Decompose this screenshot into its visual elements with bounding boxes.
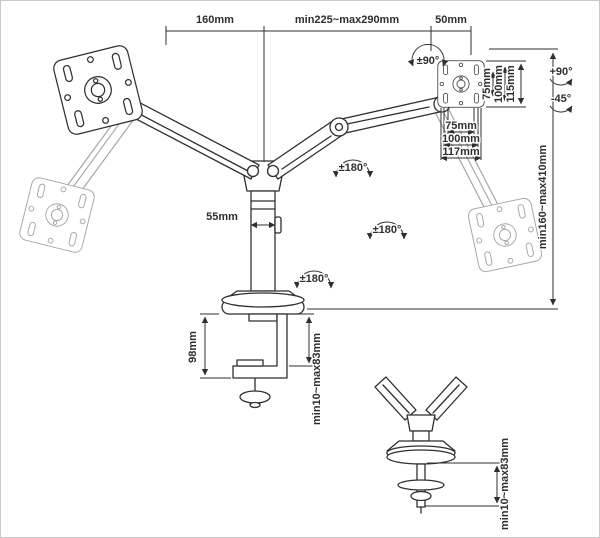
label-dim-50: 50mm (435, 14, 467, 26)
grommet-washer (397, 479, 445, 491)
pole-column (250, 190, 276, 292)
label-rot-pm90: ±90° (417, 55, 440, 67)
detail-base-bottom (386, 449, 456, 465)
label-vesa-h75: 75mm (445, 120, 477, 132)
dimension-lines (165, 26, 573, 507)
rotation-arc-pm180-base (293, 270, 335, 289)
grommet-nut (410, 490, 432, 502)
clamp-bracket (232, 313, 288, 379)
pole-clip (274, 216, 282, 234)
label-dim-55: 55mm (206, 211, 238, 223)
rotation-arc-pm180-arm (332, 159, 374, 178)
label-dim-225-290: min225~max290mm (295, 14, 399, 26)
ghost-right-vesa-plate (466, 196, 544, 274)
rotation-arc-p90 (549, 78, 573, 86)
label-vesa-h117: 117mm (442, 146, 480, 158)
rotation-arc-m45 (549, 105, 573, 113)
label-height-range: min160~max410mm (537, 145, 549, 249)
label-rot-m45: -45° (551, 93, 571, 105)
center-pole (240, 160, 286, 292)
label-rot-pm180-forearm: ±180° (373, 224, 402, 236)
yoke-pivot-left (246, 164, 260, 178)
base-and-clamp (221, 290, 305, 409)
label-vesa-v100: 100mm (493, 65, 505, 103)
label-clamp-range: min10~max83mm (311, 333, 323, 425)
base-rim (221, 292, 305, 308)
arms (93, 78, 451, 180)
dimension-labels: 160mm min225~max290mm 50mm ±90° +90° -45… (186, 13, 575, 532)
yoke-pivot-right (266, 164, 280, 178)
label-dim-160: 160mm (196, 14, 234, 26)
detail-yoke (406, 414, 436, 432)
detail-pole (412, 430, 430, 442)
clamp-neck (248, 313, 278, 322)
label-dim-98: 98mm (187, 331, 199, 363)
grommet-mount-detail (374, 376, 468, 514)
label-vesa-h100: 100mm (442, 133, 480, 145)
label-dim-115: 115mm (505, 65, 517, 103)
label-grommet-range: min10~max83mm (499, 438, 511, 530)
right-vesa-plate (437, 60, 485, 108)
label-rot-pm180-arm: ±180° (339, 162, 368, 174)
clamp-knob (239, 390, 271, 404)
label-rot-pm180-base: ±180° (300, 273, 329, 285)
label-vesa-v75: 75mm (481, 68, 493, 100)
rotation-arc-pm180-forearm (366, 221, 408, 240)
clamp-pad (236, 359, 264, 367)
label-rot-p90: +90° (549, 66, 572, 78)
rotation-arc-pm90 (407, 44, 449, 67)
